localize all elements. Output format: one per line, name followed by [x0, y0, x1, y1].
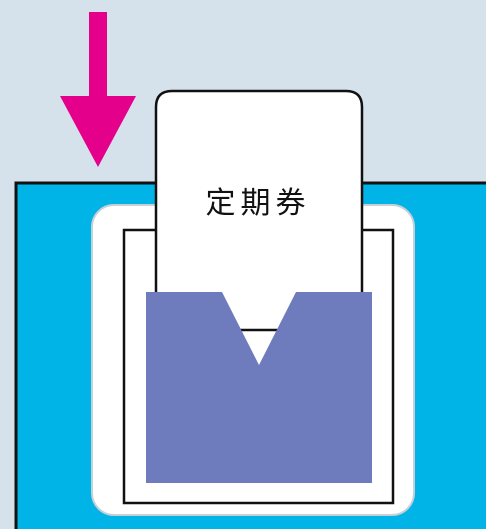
ticket-label: 定期券	[205, 186, 311, 221]
commuter-pass-card	[154, 89, 364, 332]
card-pocket	[146, 292, 372, 483]
arrow-down-icon	[60, 12, 136, 167]
